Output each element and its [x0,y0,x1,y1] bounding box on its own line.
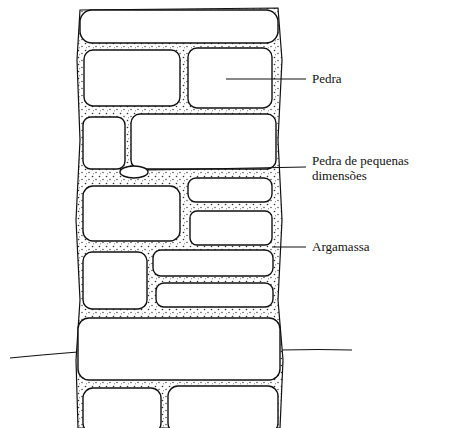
part-label: Argamassa [312,239,452,254]
stones [78,10,280,428]
part-label: Pedra [312,71,452,86]
leader-line [226,78,306,79]
ground-line [280,349,352,351]
mortar [76,8,283,428]
leader-line [272,246,306,247]
part-label: Pedra de pequenas dimensões [312,153,424,183]
leader-line [148,167,306,170]
ground-line [10,352,78,358]
